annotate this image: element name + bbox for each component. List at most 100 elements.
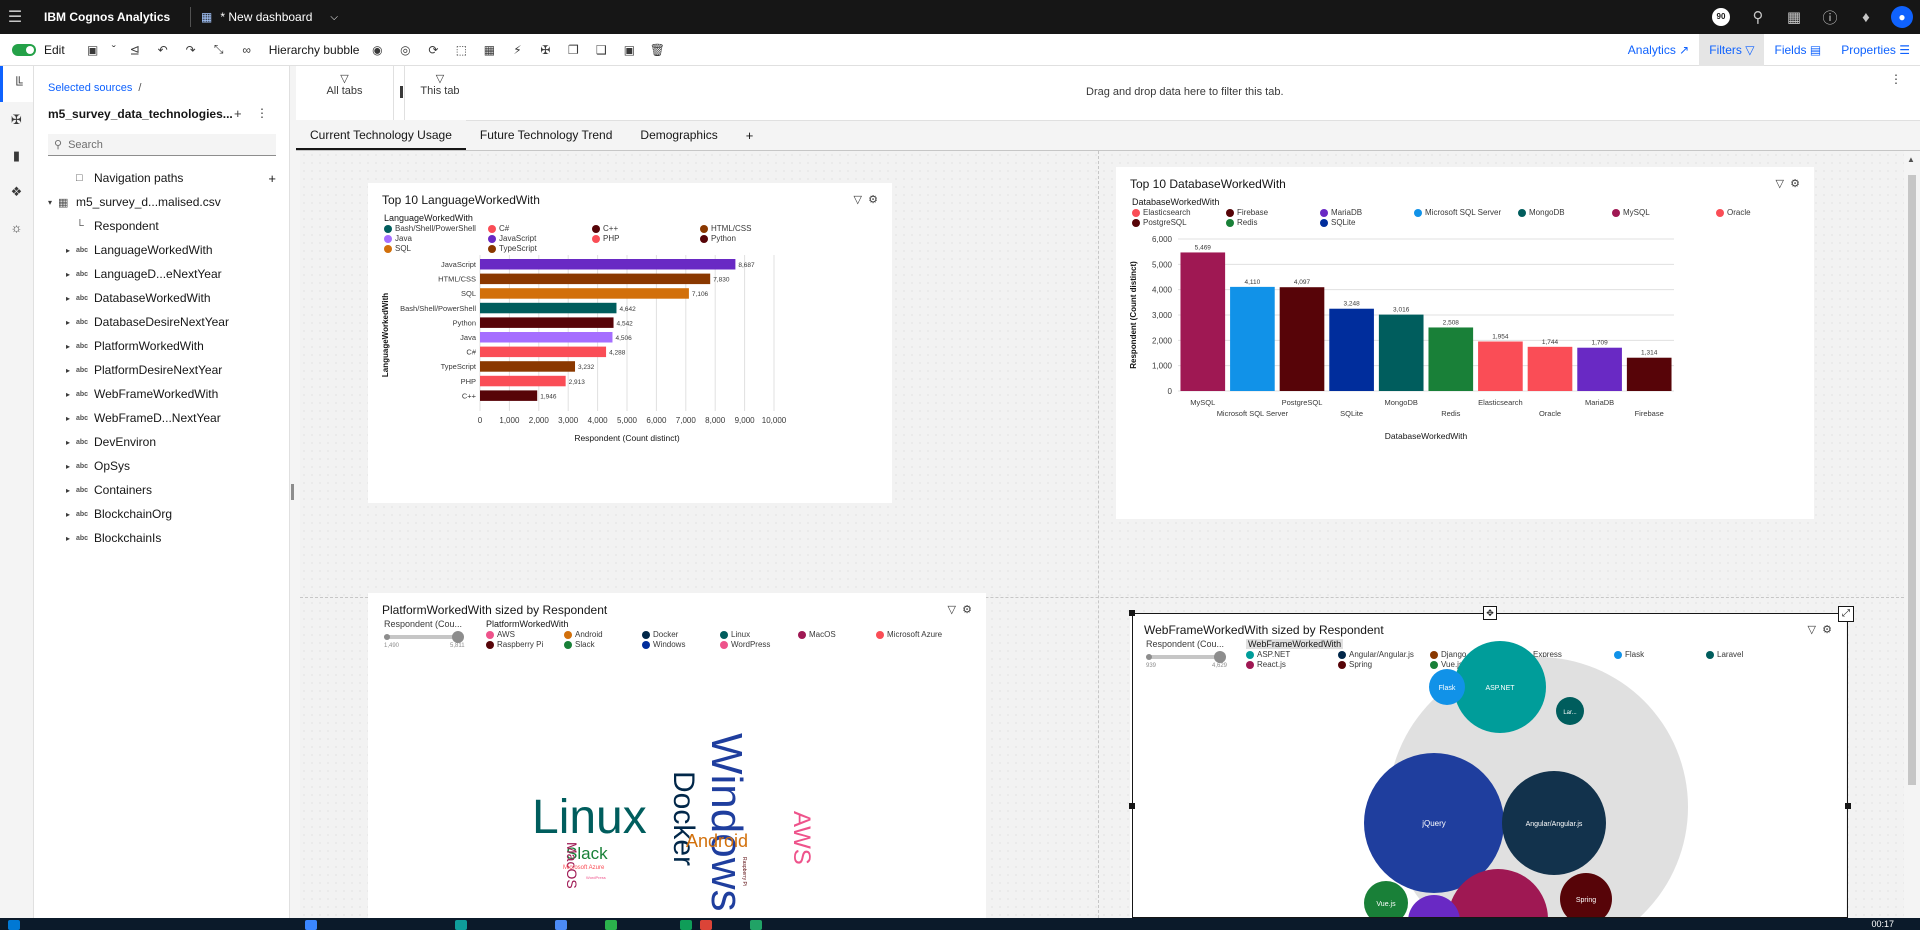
caret-icon[interactable]: ▸ bbox=[66, 269, 71, 279]
resize-handle[interactable] bbox=[1129, 803, 1135, 809]
caret-icon[interactable]: ▸ bbox=[66, 341, 71, 351]
pin-icon[interactable]: ✠ bbox=[540, 42, 551, 57]
refresh-icon[interactable]: ⟳ bbox=[428, 42, 439, 57]
filter-icon[interactable]: ▽ bbox=[1775, 178, 1784, 190]
pin-icon[interactable]: ✠ bbox=[11, 112, 22, 127]
legend-item[interactable]: PostgreSQL bbox=[1132, 218, 1218, 227]
assistant-icon[interactable]: ☼ bbox=[10, 220, 23, 235]
visualization-type[interactable]: Hierarchy bubble bbox=[268, 42, 360, 57]
analytics-button[interactable]: Analytics ↗ bbox=[1618, 34, 1699, 66]
caret-icon[interactable]: ▸ bbox=[66, 389, 71, 399]
legend-item[interactable]: C# bbox=[488, 224, 584, 233]
platform-wordcloud-card[interactable]: PlatformWorkedWith sized by Respondent ▽… bbox=[368, 593, 986, 918]
duplicate-icon[interactable]: ❑ bbox=[596, 42, 607, 57]
widgets-icon[interactable]: ❖ bbox=[10, 184, 23, 199]
panel-splitter[interactable] bbox=[290, 66, 296, 918]
legend-item[interactable]: ASP.NET bbox=[1246, 650, 1330, 659]
visualizations-icon[interactable]: ▮ bbox=[12, 148, 21, 163]
overflow-menu-icon[interactable]: ⋮ bbox=[256, 106, 268, 120]
tab-future-technology-trend[interactable]: Future Technology Trend bbox=[479, 128, 613, 142]
avatar[interactable]: ● bbox=[1891, 6, 1913, 28]
scroll-up-icon[interactable]: ▲ bbox=[1907, 155, 1915, 164]
canvas-scrollbar[interactable]: ▲ bbox=[1904, 151, 1920, 918]
all-tabs-filter[interactable]: ▽ All tabs bbox=[296, 66, 394, 121]
edit-toggle[interactable] bbox=[12, 43, 36, 56]
gear-icon[interactable]: ⚙ bbox=[962, 604, 972, 616]
filters-button[interactable]: Filters ▽ bbox=[1699, 34, 1765, 66]
caret-icon[interactable]: ▸ bbox=[66, 413, 71, 423]
legend-item[interactable]: Vue.js bbox=[1430, 660, 1514, 669]
undo-icon[interactable]: ↶ bbox=[157, 42, 168, 57]
overflow-menu-icon[interactable]: ⋮ bbox=[1890, 72, 1902, 86]
chevron-down-icon[interactable]: ˇ bbox=[111, 42, 116, 57]
legend-item[interactable]: React.js bbox=[1246, 660, 1330, 669]
legend-item[interactable]: SQL bbox=[384, 244, 480, 253]
gear-icon[interactable]: ⚙ bbox=[1790, 178, 1800, 190]
data-sources-icon[interactable]: ╚ bbox=[0, 66, 33, 102]
connect-icon[interactable]: ∞ bbox=[242, 42, 251, 57]
app-icon[interactable] bbox=[455, 920, 467, 930]
share-icon[interactable]: ⊴ bbox=[129, 42, 140, 57]
app-icon[interactable] bbox=[305, 920, 317, 930]
legend-item[interactable]: Java bbox=[384, 234, 480, 243]
add-tab-button[interactable]: + bbox=[745, 128, 754, 143]
expand-icon[interactable]: ⤡ bbox=[213, 42, 224, 56]
caret-icon[interactable]: ▸ bbox=[66, 485, 71, 495]
search-input[interactable]: ⚲Search bbox=[48, 134, 276, 156]
add-source-icon[interactable]: + bbox=[234, 106, 242, 121]
resize-handle[interactable] bbox=[1129, 610, 1135, 616]
size-legend[interactable]: Respondent (Cou... 939 4,629 bbox=[1146, 639, 1236, 675]
viz-type-icon[interactable]: ◉ bbox=[372, 42, 383, 57]
caret-icon[interactable]: ▸ bbox=[66, 245, 71, 255]
flash-icon[interactable]: ⚡ bbox=[513, 42, 522, 57]
select-icon[interactable]: ⬚ bbox=[455, 42, 468, 57]
redo-icon[interactable]: ↷ bbox=[185, 42, 196, 57]
app-icon[interactable] bbox=[680, 920, 692, 930]
legend-item[interactable]: Flask bbox=[1614, 650, 1698, 659]
gear-icon[interactable]: ⚙ bbox=[1822, 624, 1832, 636]
add-icon[interactable]: + bbox=[268, 170, 276, 186]
caret-icon[interactable]: ▸ bbox=[66, 533, 71, 543]
copy-icon[interactable]: ❐ bbox=[568, 42, 579, 57]
webframe-bubble-card[interactable]: WebFrameWorkedWith sized by Respondent ▽… bbox=[1130, 613, 1846, 918]
legend-item[interactable]: PHP bbox=[592, 234, 692, 243]
legend-item[interactable]: Redis bbox=[1226, 218, 1312, 227]
move-icon[interactable]: ✥ bbox=[1483, 606, 1497, 620]
gear-icon[interactable]: ⚙ bbox=[868, 194, 878, 206]
breadcrumb[interactable]: Selected sources/ bbox=[48, 82, 141, 94]
legend-item[interactable]: Oracle bbox=[1716, 208, 1802, 217]
table-icon[interactable]: ▦ bbox=[483, 42, 496, 57]
save-icon[interactable]: ▣ bbox=[87, 42, 99, 57]
app-icon[interactable] bbox=[555, 920, 567, 930]
legend-item[interactable]: Docker bbox=[642, 630, 712, 639]
tree-item[interactable]: □Navigation paths+ bbox=[48, 166, 284, 190]
palette-icon[interactable]: ◎ bbox=[400, 42, 411, 57]
legend-item[interactable]: Microsoft SQL Server bbox=[1414, 208, 1510, 217]
caret-icon[interactable]: ▸ bbox=[66, 293, 71, 303]
delete-icon[interactable]: 🗑 bbox=[649, 42, 666, 57]
legend-item[interactable]: TypeScript bbox=[488, 244, 584, 253]
size-legend-min-knob[interactable] bbox=[384, 634, 390, 640]
legend-item[interactable]: JavaScript bbox=[488, 234, 584, 243]
resize-handle[interactable] bbox=[1845, 803, 1851, 809]
size-legend-max-knob[interactable] bbox=[1214, 651, 1226, 663]
size-legend[interactable]: Respondent (Cou... 1,490 5,811 bbox=[384, 619, 474, 655]
legend-item[interactable]: Slack bbox=[564, 640, 634, 649]
legend-item[interactable]: MacOS bbox=[798, 630, 868, 639]
user-badge[interactable]: 90 bbox=[1712, 8, 1730, 26]
app-icon[interactable] bbox=[750, 920, 762, 930]
legend-item[interactable]: WordPress bbox=[720, 640, 790, 649]
source-name[interactable]: m5_survey_data_technologies... bbox=[48, 107, 233, 121]
app-icon[interactable] bbox=[700, 920, 712, 930]
legend-item[interactable]: MariaDB bbox=[1320, 208, 1406, 217]
fields-button[interactable]: Fields ▤ bbox=[1764, 34, 1831, 66]
properties-button[interactable]: Properties ☰ bbox=[1831, 34, 1920, 66]
search-icon[interactable]: ⚲ bbox=[1752, 9, 1764, 26]
layer-icon[interactable]: ▣ bbox=[623, 42, 636, 57]
